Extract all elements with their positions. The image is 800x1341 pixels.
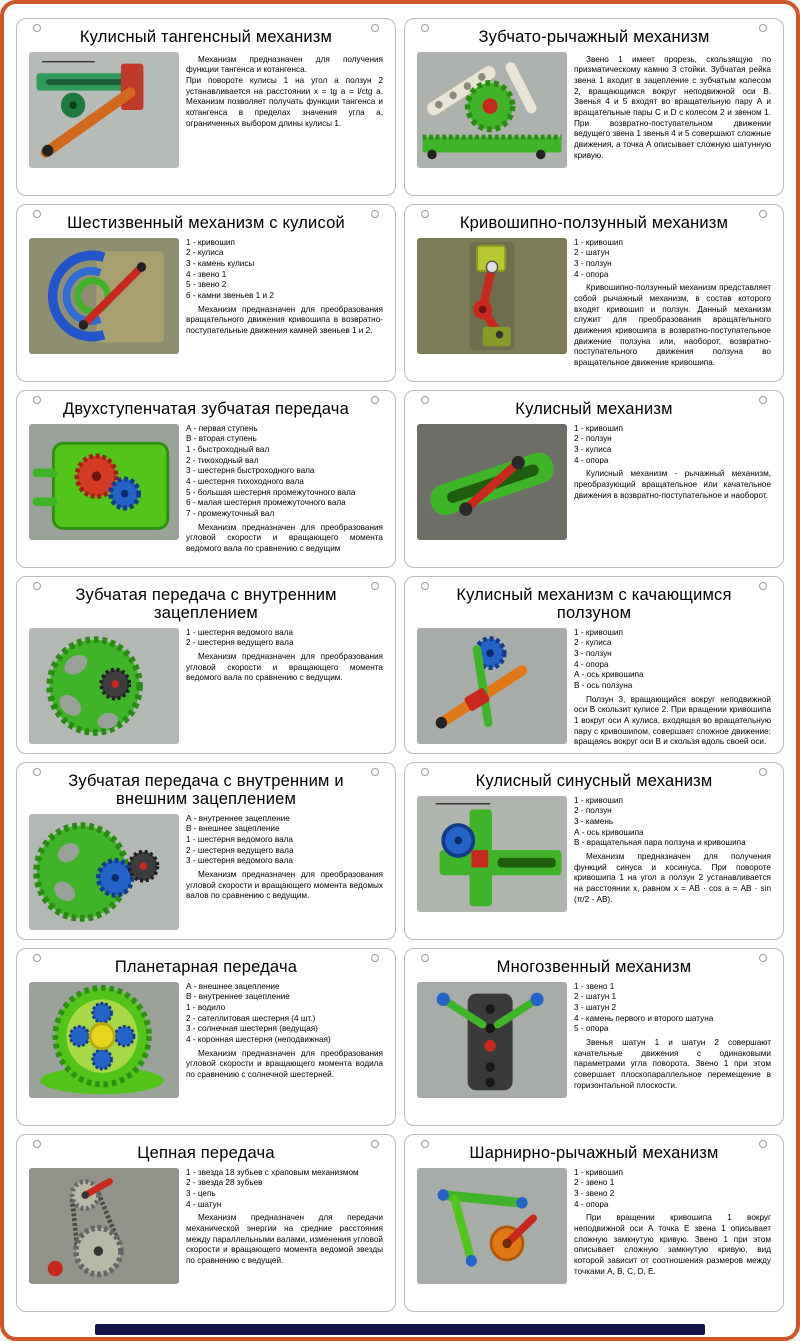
mount-hole-icon [759,954,767,962]
card-title: Зубчатая передача с внутренним и внешним… [68,772,344,808]
card-gear-lever-mechanism: Зубчато-рычажный механизм [404,18,784,196]
legend-list: 1 - звезда 18 зубьев с храповым механизм… [186,1167,359,1209]
mount-hole-icon [759,24,767,32]
description: Механизм предназначен для преобразования… [186,1048,383,1080]
photo-planetary-gear-drive [29,981,179,1098]
legend-list: 1 - кривошип 2 - ползун 3 - кулиса 4 - о… [574,423,623,465]
description: Кривошипно-ползунный механизм представля… [574,283,771,368]
photo-multi-link-mechanism [417,981,567,1098]
legend-list: 1 - кривошип 2 - шатун 3 - ползун 4 - оп… [574,237,623,279]
mount-hole-icon [759,768,767,776]
card-two-stage-gear-drive: Двухступенчатая зубчатая передача А - пе… [16,390,396,568]
mount-hole-icon [371,396,379,404]
card-title: Двухступенчатая зубчатая передача [63,400,349,418]
mount-hole-icon [759,1140,767,1148]
mount-hole-icon [421,954,429,962]
legend-list: 1 - кривошип 2 - кулиса 3 - ползун 4 - о… [574,627,644,690]
mount-hole-icon [371,768,379,776]
mount-hole-icon [33,582,41,590]
photo-rocking-slider-mechanism [417,627,567,744]
mount-hole-icon [33,210,41,218]
card-title: Планетарная передача [114,958,298,976]
mount-hole-icon [33,768,41,776]
legend-list: 1 - кривошип 2 - кулиса 3 - камень кулис… [186,237,274,301]
mount-hole-icon [421,582,429,590]
card-six-link-mechanism: Шестизвенный механизм с кулисой 1 - крив… [16,204,396,382]
photo-internal-external-gear-drive [29,813,179,930]
description: Механизм предназначен для получения функ… [186,54,383,128]
card-internal-external-gear-drive: Зубчатая передача с внутренним и внешним… [16,762,396,940]
mount-hole-icon [421,24,429,32]
mount-hole-icon [759,582,767,590]
card-sine-mechanism: Кулисный синусный механизм 1 - [404,762,784,940]
mount-hole-icon [759,210,767,218]
mount-hole-icon [371,24,379,32]
description: Звено 1 имеет прорезь, скользящую по при… [574,54,771,160]
card-hinged-lever-mechanism: Шарнирно-рычажный механизм 1 - кривошип … [404,1134,784,1312]
card-title: Кулисный синусный механизм [475,772,713,790]
photo-link-slide-mechanism [417,423,567,540]
photo-internal-gear-drive [29,627,179,744]
card-link-slide-mechanism: Кулисный механизм 1 - кривошип 2 - полз [404,390,784,568]
description: При вращении кривошипа 1 вокруг неподвиж… [574,1213,771,1276]
description: Механизм предназначен для передачи механ… [186,1213,383,1266]
description: Механизм предназначен для преобразования… [186,869,383,901]
card-title: Шестизвенный механизм с кулисой [67,214,345,232]
mount-hole-icon [33,24,41,32]
card-rocking-slider-mechanism: Кулисный механизм с качающимся ползуном … [404,576,784,754]
description: Механизм предназначен для преобразования… [186,651,383,683]
card-crank-slider-mechanism: Кривошипно-ползунный механизм [404,204,784,382]
legend-list: А - внутреннее зацепление В - внешнее за… [186,813,294,866]
mount-hole-icon [421,396,429,404]
legend-list: 1 - кривошип 2 - звено 1 3 - звено 2 4 -… [574,1167,623,1209]
description: Ползун 3, вращающийся вокруг неподвижной… [574,694,771,747]
card-title: Многозвенный механизм [496,958,692,976]
legend-list: 1 - звено 1 2 - шатун 1 3 - шатун 2 4 - … [574,981,714,1034]
card-internal-gear-drive: Зубчатая передача с внутренним зацеплени… [16,576,396,754]
photo-tangent-mechanism [29,51,179,168]
card-title: Цепная передача [137,1144,275,1162]
mount-hole-icon [421,1140,429,1148]
description: Механизм предназначен для преобразования… [186,522,383,554]
description: Звенья шатун 1 и шатун 2 совершают качат… [574,1038,771,1090]
photo-gear-lever-mechanism [417,51,567,168]
card-tangent-linkage: Кулисный тангенсный механизм [16,18,396,196]
mount-hole-icon [421,768,429,776]
mount-hole-icon [759,396,767,404]
card-chain-drive: Цепная передача 1 - звезда 18 [16,1134,396,1312]
description: Кулисный механизм - рычажный механизм, п… [574,469,771,500]
mount-hole-icon [33,1140,41,1148]
mount-hole-icon [371,954,379,962]
photo-two-stage-gear-drive [29,423,179,540]
photo-hinged-lever-mechanism [417,1167,567,1284]
photo-six-link-mechanism [29,237,179,354]
footer-bar [95,1324,705,1335]
legend-list: А - внешнее зацепление В - внутреннее за… [186,981,331,1045]
legend-list: А - первая ступень В - вторая ступень 1 … [186,423,356,519]
mount-hole-icon [371,582,379,590]
description: Механизм предназначен для преобразования… [186,304,383,336]
mount-hole-icon [33,954,41,962]
mount-hole-icon [371,210,379,218]
card-multi-link-mechanism: Многозвенный механизм 1 - звен [404,948,784,1126]
photo-sine-mechanism [417,795,567,912]
mount-hole-icon [421,210,429,218]
card-title: Зубчато-рычажный механизм [478,28,710,46]
legend-list: 1 - шестерня ведомого вала 2 - шестерня … [186,627,294,648]
mount-hole-icon [371,1140,379,1148]
legend-list: 1 - кривошип 2 - ползун 3 - камень А - о… [574,795,746,848]
card-title: Шарнирно-рычажный механизм [469,1144,719,1162]
card-title: Кулисный механизм [515,400,673,418]
card-title: Кулисный тангенсный механизм [79,28,333,46]
photo-chain-drive [29,1167,179,1284]
card-title: Кривошипно-ползунный механизм [459,214,729,232]
card-planetary-gear-drive: Планетарная передача [16,948,396,1126]
mount-hole-icon [33,396,41,404]
card-title: Кулисный механизм с качающимся ползуном [456,586,732,622]
card-title: Зубчатая передача с внутренним зацеплени… [75,586,337,622]
cards-grid: Кулисный тангенсный механизм [16,18,784,1312]
photo-crank-slider-mechanism [417,237,567,354]
description: Механизм предназначен для получения функ… [574,852,771,904]
